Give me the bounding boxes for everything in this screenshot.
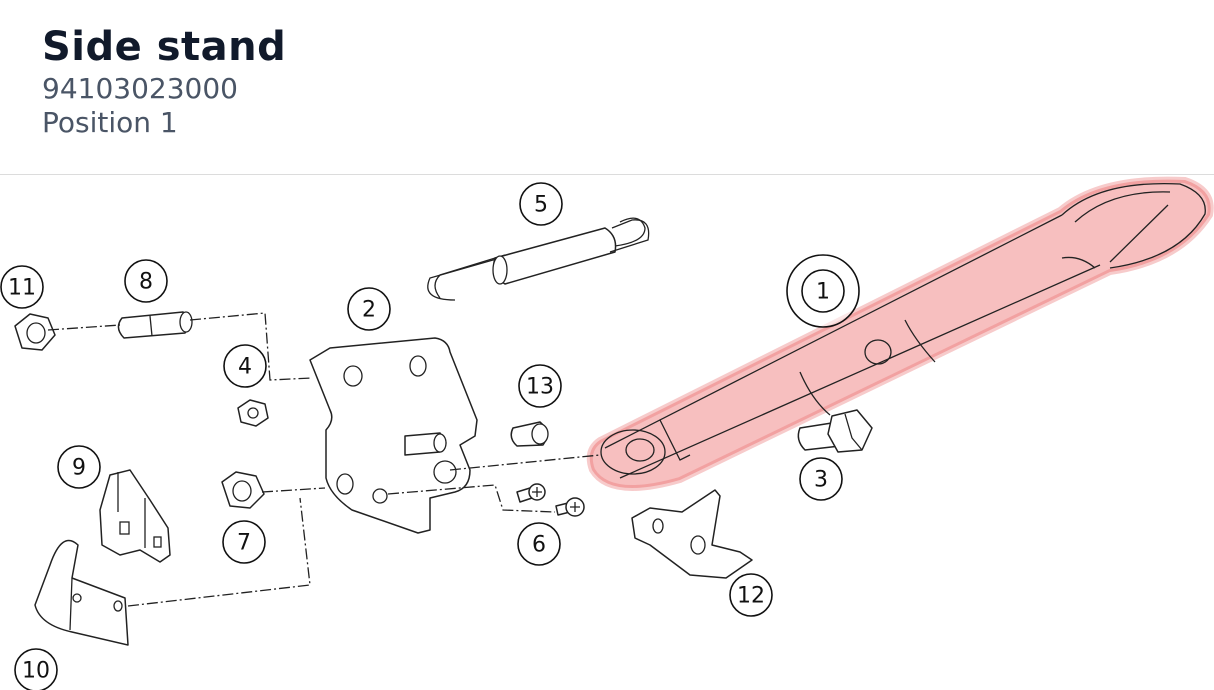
callout-5-label: 5 xyxy=(534,193,548,218)
callout-1-label: 1 xyxy=(816,280,830,305)
part-5-spring[interactable] xyxy=(427,217,650,301)
callout-7-label: 7 xyxy=(237,531,251,556)
callout-3-circle xyxy=(799,457,843,501)
header-divider xyxy=(0,174,1214,175)
part-11-nut[interactable] xyxy=(14,313,56,351)
callout-4-circle xyxy=(223,344,267,388)
callout-5-circle xyxy=(519,182,563,226)
page-title: Side stand xyxy=(42,24,287,70)
callout-13-label: 13 xyxy=(526,375,554,400)
callout-9-label: 9 xyxy=(72,456,86,481)
part-8-sleeve[interactable] xyxy=(117,311,193,339)
callout-9[interactable]: 9 xyxy=(57,445,101,489)
callout-2[interactable]: 2 xyxy=(347,287,391,331)
position-label: Position 1 xyxy=(42,106,178,139)
callout-6[interactable]: 6 xyxy=(517,522,561,566)
part-3-bolt[interactable] xyxy=(797,409,873,453)
callout-10-circle xyxy=(14,648,58,690)
leader-lines xyxy=(47,312,601,607)
part-12-cover[interactable] xyxy=(631,489,753,579)
part-1-side-stand[interactable] xyxy=(586,176,1214,491)
part-4-nut[interactable] xyxy=(237,399,269,427)
callout-3-label: 3 xyxy=(814,468,828,493)
callout-6-label: 6 xyxy=(532,533,546,558)
callout-7-circle xyxy=(222,520,266,564)
callout-12-label: 12 xyxy=(737,584,765,609)
callout-10[interactable]: 10 xyxy=(14,648,58,690)
callout-12[interactable]: 12 xyxy=(729,573,773,617)
callout-6-circle xyxy=(517,522,561,566)
callout-8-label: 8 xyxy=(139,270,153,295)
callout-13[interactable]: 13 xyxy=(518,364,562,408)
callout-13-circle xyxy=(518,364,562,408)
callout-7[interactable]: 7 xyxy=(222,520,266,564)
part-9-switch[interactable] xyxy=(99,469,171,563)
callout-9-circle xyxy=(57,445,101,489)
part-2-bracket[interactable] xyxy=(309,337,478,534)
callout-4[interactable]: 4 xyxy=(223,344,267,388)
part-7-nut[interactable] xyxy=(221,471,265,509)
part-10-plate[interactable] xyxy=(34,539,129,646)
callout-10-label: 10 xyxy=(22,659,50,684)
callout-1[interactable]: 1 xyxy=(786,254,860,328)
callout-8-circle xyxy=(124,259,168,303)
callout-5[interactable]: 5 xyxy=(519,182,563,226)
callout-3[interactable]: 3 xyxy=(799,457,843,501)
callout-11[interactable]: 11 xyxy=(0,265,44,309)
part-6-screws[interactable] xyxy=(516,483,585,517)
header: Side stand 94103023000 Position 1 xyxy=(42,22,286,140)
callout-1-circle xyxy=(801,269,845,313)
callout-2-circle xyxy=(347,287,391,331)
callout-11-circle xyxy=(0,265,44,309)
callout-2-label: 2 xyxy=(362,298,376,323)
callout-11-label: 11 xyxy=(8,276,36,301)
part-13-bushing[interactable] xyxy=(510,421,549,447)
part-number: 94103023000 xyxy=(42,72,238,105)
callout-4-label: 4 xyxy=(238,355,252,380)
callout-8[interactable]: 8 xyxy=(124,259,168,303)
callout-12-circle xyxy=(729,573,773,617)
